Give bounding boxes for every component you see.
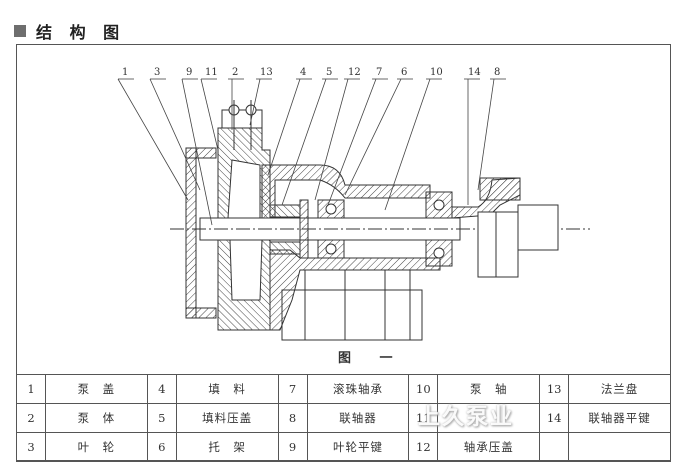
callout-label: 8 <box>494 67 500 78</box>
section-header: 结 构 图 <box>14 20 125 42</box>
part-number: 14 <box>539 403 570 433</box>
watermark: 上久泵业 <box>418 405 515 430</box>
part-number: 10 <box>408 374 439 404</box>
part-number: 12 <box>408 432 439 462</box>
part-name: 联轴器 <box>306 403 410 433</box>
leader-line <box>267 78 301 176</box>
part-name: 叶 轮 <box>44 432 148 462</box>
callout-label: 4 <box>300 67 306 78</box>
part-number: 11 <box>408 403 439 433</box>
part-number: 5 <box>146 403 177 433</box>
part-name: 泵 轴 <box>437 374 541 404</box>
part-name <box>437 403 541 433</box>
part-number: 8 <box>277 403 308 433</box>
part-number: 1 <box>16 374 46 404</box>
part-name: 法兰盘 <box>568 374 671 404</box>
leader-line <box>314 78 349 201</box>
part-number: 2 <box>16 403 46 433</box>
part-name: 轴承压盖 <box>437 432 541 462</box>
callout-label: 6 <box>401 67 407 78</box>
callout-label: 2 <box>232 67 238 78</box>
leader-line <box>327 78 377 206</box>
bracket-base <box>281 270 423 341</box>
part-name: 填料压盖 <box>175 403 279 433</box>
part-name <box>568 432 671 462</box>
leader-line <box>181 78 213 226</box>
section-title: 结 构 图 <box>36 23 126 42</box>
packing-gland <box>269 199 309 259</box>
leader-line <box>344 78 402 196</box>
leader-line <box>249 78 261 126</box>
part-name: 泵 体 <box>44 403 148 433</box>
callout-label: 3 <box>154 67 160 78</box>
part-number: 6 <box>146 432 177 462</box>
part-name: 滚珠轴承 <box>306 374 410 404</box>
part-number: 7 <box>277 374 308 404</box>
callout-label: 11 <box>205 67 218 78</box>
part-number: 4 <box>146 374 177 404</box>
leader-line <box>384 78 431 211</box>
ball-bearings <box>317 191 453 267</box>
leader-line <box>477 78 495 191</box>
coupling <box>451 177 559 278</box>
callout-label: 9 <box>186 67 192 78</box>
callout-label: 10 <box>430 67 443 78</box>
callout-label: 12 <box>348 67 361 78</box>
part-name: 托 架 <box>175 432 279 462</box>
part-number: 9 <box>277 432 308 462</box>
leader-line <box>149 78 201 191</box>
pump-cover <box>185 147 217 319</box>
leader-line <box>117 78 189 201</box>
callout-label: 14 <box>468 67 481 78</box>
part-name: 填 料 <box>175 374 279 404</box>
part-name: 联轴器平键 <box>568 403 671 433</box>
part-number: 3 <box>16 432 46 462</box>
figure-caption: 图 一 <box>338 351 405 366</box>
callout-label: 5 <box>326 67 332 78</box>
leader-line <box>200 78 219 151</box>
part-name: 泵 盖 <box>44 374 148 404</box>
leader-lines <box>117 78 506 226</box>
part-number <box>539 432 570 462</box>
part-number: 13 <box>539 374 570 404</box>
leader-line <box>281 78 327 206</box>
part-name: 叶轮平键 <box>306 432 410 462</box>
callout-label: 13 <box>260 67 273 78</box>
square-bullet-icon <box>14 25 26 37</box>
callout-label: 7 <box>376 67 382 78</box>
callout-label: 1 <box>122 67 128 78</box>
